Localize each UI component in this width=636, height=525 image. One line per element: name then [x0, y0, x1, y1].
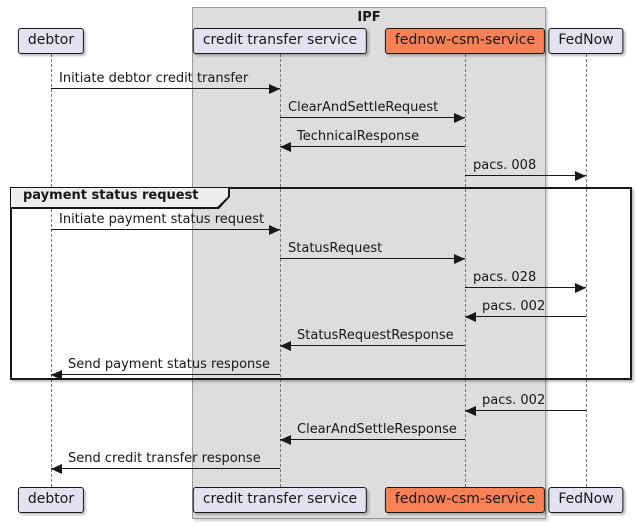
ipf-box-frame: IPF — [192, 7, 546, 519]
message-line — [51, 468, 280, 469]
message-label: pacs. 028 — [473, 270, 537, 285]
participant-fednow-bottom-box: FedNow — [548, 487, 624, 513]
message-label: pacs. 002 — [482, 299, 546, 314]
message-arrowhead-left — [280, 142, 291, 152]
participant-cts-bottom-box: credit transfer service — [192, 487, 368, 513]
message-line — [465, 410, 586, 411]
message-line — [280, 146, 465, 147]
ipf-box-title: IPF — [357, 10, 381, 25]
message-label: ClearAndSettleResponse — [297, 422, 457, 437]
message-arrowhead-left — [280, 435, 291, 445]
message-arrowhead-left — [465, 406, 476, 416]
lifeline-debtor — [51, 54, 52, 487]
message-label: ClearAndSettleRequest — [288, 100, 439, 115]
participant-debtor-top-box: debtor — [17, 28, 85, 54]
group-header: payment status request — [10, 187, 230, 209]
message-label: StatusRequest — [288, 241, 383, 256]
message-label: StatusRequestResponse — [297, 328, 454, 343]
message-arrowhead-right — [454, 254, 465, 264]
message-arrowhead-left — [51, 464, 62, 474]
message-line — [51, 374, 280, 375]
message-label: pacs. 008 — [473, 158, 537, 173]
message-label: Initiate debtor credit transfer — [59, 71, 249, 86]
message-arrowhead-left — [280, 341, 291, 351]
message-label: Send credit transfer response — [68, 451, 261, 466]
message-line — [280, 345, 465, 346]
group-frame-payment-status-request: payment status request — [10, 187, 632, 380]
message-line — [465, 316, 586, 317]
message-line — [51, 229, 280, 230]
message-line — [465, 287, 586, 288]
message-arrowhead-right — [575, 283, 586, 293]
participant-fednow-top-box: FedNow — [548, 28, 624, 54]
group-header-tab — [11, 188, 228, 207]
message-label: pacs. 002 — [482, 393, 546, 408]
group-label: payment status request — [23, 188, 199, 203]
message-arrowhead-right — [454, 113, 465, 123]
lifeline-fednowcsm — [465, 54, 466, 487]
message-arrowhead-left — [51, 370, 62, 380]
message-arrowhead-right — [269, 84, 280, 94]
message-label: Initiate payment status request — [59, 212, 265, 227]
message-line — [465, 175, 586, 176]
message-line — [280, 439, 465, 440]
message-line — [280, 117, 465, 118]
participant-fednowcsm-bottom-box: fednow-csm-service — [384, 487, 546, 513]
lifeline-fednow — [586, 54, 587, 487]
message-line — [51, 88, 280, 89]
message-arrowhead-left — [465, 312, 476, 322]
participant-fednowcsm-top-box: fednow-csm-service — [384, 28, 546, 54]
message-line — [280, 258, 465, 259]
message-label: TechnicalResponse — [297, 129, 420, 144]
message-label: Send payment status response — [68, 357, 271, 372]
message-arrowhead-right — [269, 225, 280, 235]
participant-debtor-bottom-box: debtor — [17, 487, 85, 513]
lifeline-cts — [280, 54, 281, 487]
participant-cts-top-box: credit transfer service — [192, 28, 368, 54]
message-arrowhead-right — [575, 171, 586, 181]
